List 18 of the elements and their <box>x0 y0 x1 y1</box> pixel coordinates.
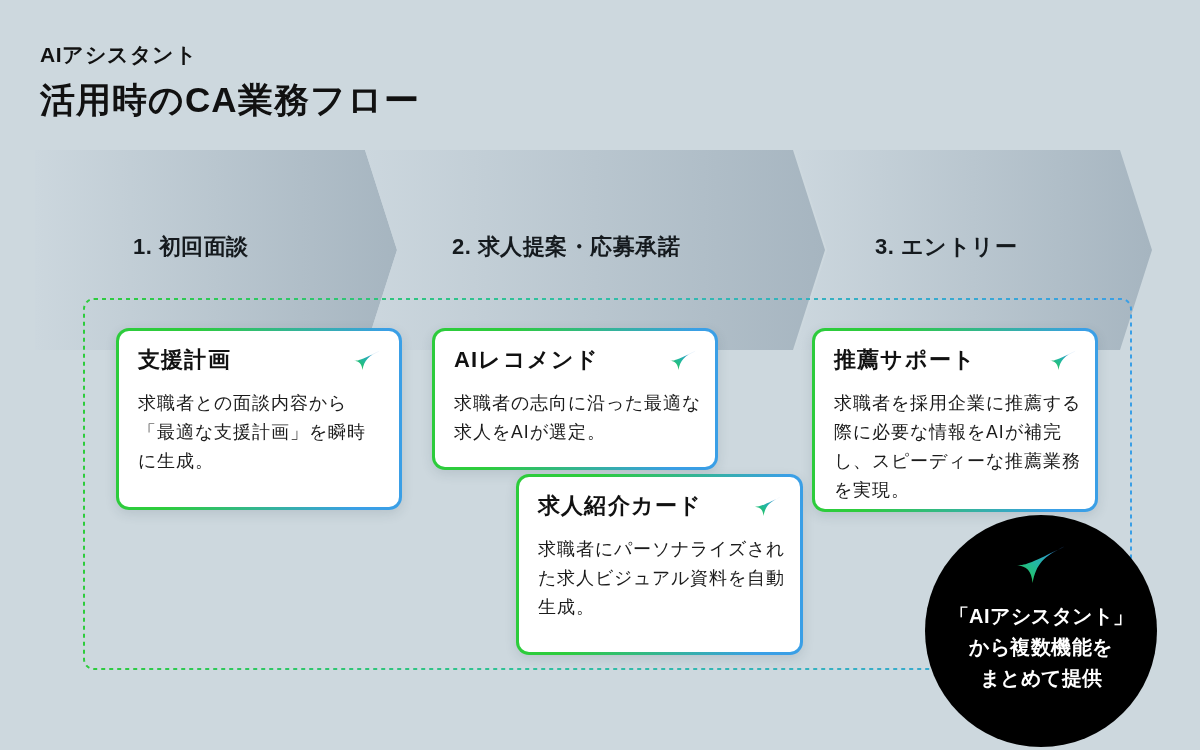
callout-text: 「AIアシスタント」から複数機能をまとめて提供 <box>947 604 1135 691</box>
card-title: 推薦サポート <box>834 346 977 374</box>
card-description: 求職者を採用企業に推薦する際に必要な情報をAIが補完し、スピーディーな推薦業務を実現。 <box>834 392 1082 502</box>
card-description: 求職者の志向に沿った最適な求人をAIが選定。 <box>454 392 702 444</box>
subheading: AIアシスタント <box>40 42 197 68</box>
step-label: 3. エントリー <box>875 233 1018 261</box>
card-description: 求職者との面談内容から「最適な支援計画」を瞬時に生成。 <box>138 392 367 473</box>
feature-card <box>432 328 718 470</box>
feature-card <box>516 474 803 655</box>
card-description: 求職者にパーソナライズされた求人ビジュアル資料を自動生成。 <box>538 538 786 619</box>
title: 活用時のCA業務フロー <box>40 79 420 121</box>
card-title: AIレコメンド <box>454 346 600 374</box>
step-label: 1. 初回面談 <box>133 233 249 261</box>
card-title: 求人紹介カード <box>538 492 703 520</box>
card-title: 支援計画 <box>138 346 231 374</box>
step-label: 2. 求人提案・応募承諾 <box>452 233 681 261</box>
feature-card <box>116 328 402 510</box>
feature-card <box>812 328 1098 512</box>
